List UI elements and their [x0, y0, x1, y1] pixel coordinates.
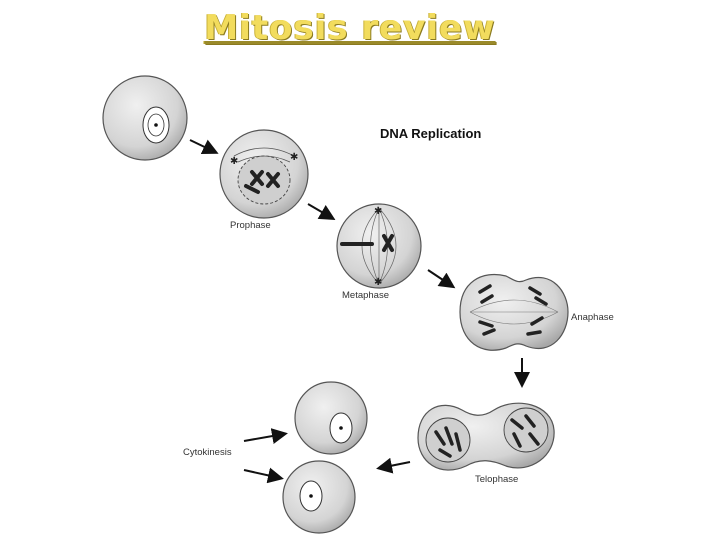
metaphase-cell: ✱ ✱	[336, 203, 422, 289]
svg-text:✱: ✱	[230, 156, 238, 167]
arrow-cytokinesis-top	[243, 428, 288, 444]
arrow-interphase-prophase	[189, 139, 219, 155]
arrow-telophase-cytokinesis	[376, 457, 411, 474]
anaphase-label: Anaphase	[571, 312, 614, 323]
interphase-cell	[102, 75, 188, 161]
prophase-label: Prophase	[230, 220, 271, 231]
cytokinesis-label: Cytokinesis	[183, 447, 232, 458]
svg-text:✱: ✱	[374, 277, 382, 288]
arrow-metaphase-anaphase	[427, 269, 456, 289]
daughter-cell-top	[294, 381, 368, 455]
telophase-label: Telophase	[475, 474, 519, 485]
slide-title: Mitosis review	[204, 8, 496, 48]
arrow-cytokinesis-bottom	[243, 467, 284, 484]
arrow-prophase-metaphase	[307, 203, 336, 221]
daughter-cell-bottom	[282, 460, 356, 534]
metaphase-label: Metaphase	[342, 290, 390, 301]
telophase-cell	[417, 402, 555, 471]
svg-text:✱: ✱	[290, 152, 298, 163]
svg-text:✱: ✱	[374, 206, 382, 217]
prophase-cell: ✱ ✱	[219, 129, 309, 219]
anaphase-cell	[459, 274, 569, 351]
dna-replication-label: DNA Replication	[380, 126, 482, 141]
